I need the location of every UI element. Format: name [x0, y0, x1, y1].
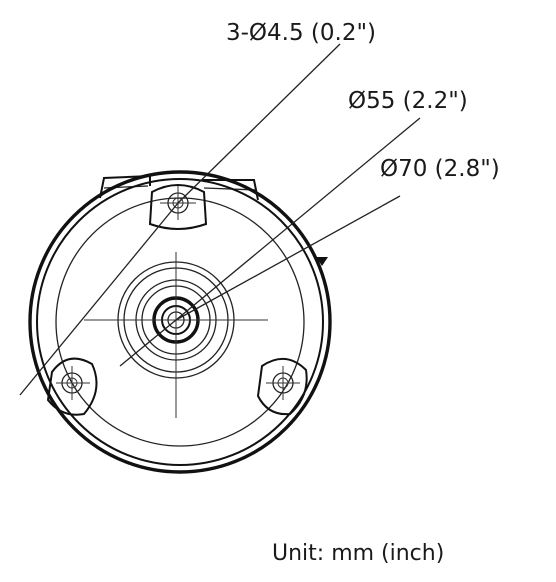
mount-hole-right	[256, 358, 308, 416]
outer-diameter-label: Ø70 (2.8")	[380, 156, 500, 182]
unit-note: Unit: mm (inch)	[272, 541, 444, 566]
inner-diameter-label: Ø55 (2.2")	[348, 88, 468, 114]
hole-pattern-label: 3-Ø4.5 (0.2")	[226, 20, 376, 46]
outer-housing	[28, 170, 332, 474]
center-lines	[84, 252, 268, 418]
mount-hole-left	[46, 357, 98, 416]
dimension-leaders	[19, 43, 421, 396]
mount-hole-top	[148, 184, 208, 230]
